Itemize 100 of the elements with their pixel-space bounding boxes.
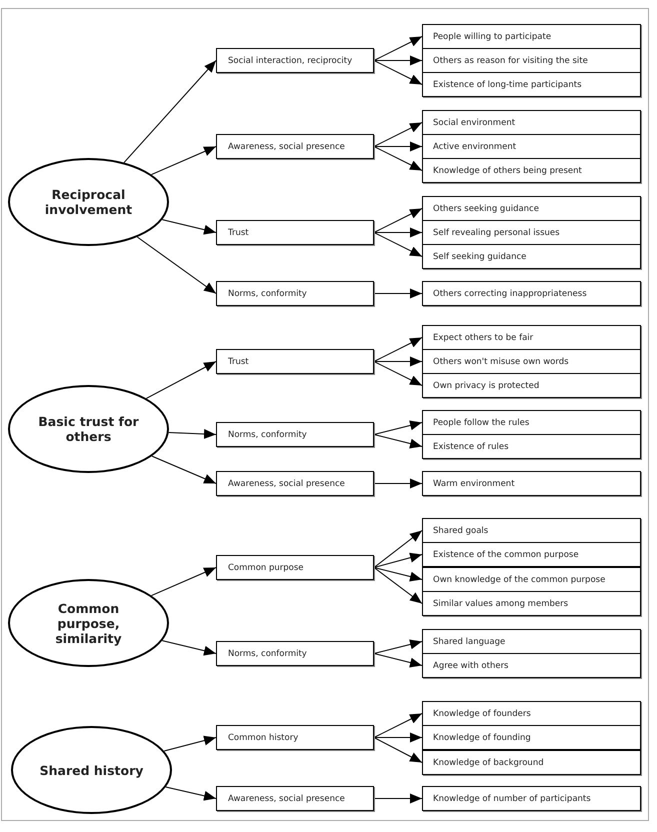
arrow <box>374 737 422 763</box>
box-label: People willing to participate <box>433 32 552 42</box>
box-label: Existence of long-time participants <box>433 80 582 90</box>
arrow <box>374 146 422 171</box>
box-label: Knowledge of number of participants <box>433 794 591 804</box>
category-box <box>216 349 374 374</box>
indicator-box <box>422 72 641 97</box>
indicator-box <box>422 196 641 221</box>
arrow <box>162 219 216 235</box>
indicator-box <box>422 750 641 775</box>
box-label: Norms, conformity <box>228 430 307 440</box>
box-label: Similar values among members <box>433 598 568 608</box>
construct-label: Common purpose, similarity <box>54 600 123 646</box>
box-label: Self revealing personal issues <box>433 228 560 238</box>
arrow <box>151 456 216 484</box>
arrow <box>150 567 216 596</box>
box-label: Own privacy is protected <box>433 380 540 390</box>
box-label: Knowledge of others being present <box>433 166 582 176</box>
arrow <box>168 428 216 439</box>
box-label: Common purpose <box>228 562 304 572</box>
indicator-box <box>422 653 641 678</box>
box-label: Self seeking guidance <box>433 252 526 262</box>
category-box <box>216 786 374 811</box>
box-label: Awareness, social presence <box>228 478 345 488</box>
indicator-box <box>422 48 641 73</box>
box-label: Others as reason for visiting the site <box>433 56 588 66</box>
arrow <box>374 478 422 488</box>
box-label: Awareness, social presence <box>228 794 345 804</box>
box-label: Warm environment <box>433 478 515 488</box>
category-box <box>216 641 374 666</box>
indicator-box <box>422 373 641 398</box>
box-label: Norms, conformity <box>228 648 307 658</box>
category-box <box>216 220 374 245</box>
category-box <box>216 422 374 447</box>
box-label: Common history <box>228 732 298 742</box>
arrow <box>374 420 422 435</box>
arrow <box>124 60 216 164</box>
arrow <box>150 146 216 176</box>
arrow <box>374 713 422 738</box>
arrow <box>374 732 422 742</box>
arrow <box>374 288 422 298</box>
box-label: Existence of the common purpose <box>433 550 579 560</box>
indicator-box <box>422 725 641 750</box>
indicator-box <box>422 410 641 435</box>
indicator-box <box>422 786 641 811</box>
indicator-box <box>422 434 641 459</box>
box-label: Shared language <box>433 636 506 646</box>
construct-label: Reciprocal involvement <box>44 187 134 217</box>
arrow <box>162 640 216 656</box>
box-label: Knowledge of founders <box>433 708 531 718</box>
arrow <box>165 786 216 801</box>
box-label: Others correcting inappropriateness <box>433 288 587 298</box>
box-label: Knowledge of background <box>433 758 544 768</box>
arrow <box>374 361 422 386</box>
arrow <box>146 361 216 399</box>
indicator-box <box>422 591 641 616</box>
category-box <box>216 48 374 73</box>
arrow <box>374 228 422 238</box>
indicator-box <box>422 629 641 654</box>
box-label: Social interaction, reciprocity <box>228 56 352 66</box>
box-label: Existence of rules <box>433 442 509 452</box>
indicator-box <box>422 518 641 543</box>
indicator-box <box>422 701 641 726</box>
arrow <box>374 122 422 147</box>
indicator-box <box>422 158 641 183</box>
indicator-box <box>422 349 641 374</box>
box-label: Trust <box>228 228 249 238</box>
arrow <box>374 60 422 85</box>
box-label: Expect others to be fair <box>433 332 534 342</box>
indicator-box <box>422 281 641 306</box>
arrow <box>164 736 216 752</box>
indicator-box <box>422 24 641 49</box>
arrow <box>374 356 422 366</box>
arrow <box>374 232 422 257</box>
box-label: Own knowledge of the common purpose <box>433 574 606 584</box>
indicator-box <box>422 244 641 269</box>
arrow <box>374 434 422 448</box>
category-box <box>216 471 374 496</box>
arrow <box>374 36 422 61</box>
box-label: Others seeking guidance <box>433 204 539 214</box>
arrow <box>374 208 422 233</box>
box-label: Shared goals <box>433 526 488 536</box>
arrow <box>374 56 422 66</box>
category-box <box>216 725 374 750</box>
box-label: Knowledge of founding <box>433 732 531 742</box>
box-label: Others won't misuse own words <box>433 356 569 366</box>
box-label: Social environment <box>433 118 516 128</box>
indicator-box <box>422 134 641 159</box>
box-label: Norms, conformity <box>228 288 307 298</box>
indicator-box <box>422 567 641 592</box>
indicator-box <box>422 471 641 496</box>
indicator-box <box>422 325 641 350</box>
indicator-box <box>422 220 641 245</box>
arrow <box>374 640 422 654</box>
arrow <box>374 567 422 604</box>
category-box <box>216 555 374 580</box>
arrow <box>374 794 422 804</box>
category-box <box>216 134 374 159</box>
box-label: Awareness, social presence <box>228 142 345 152</box>
box-label: Active environment <box>433 142 516 152</box>
